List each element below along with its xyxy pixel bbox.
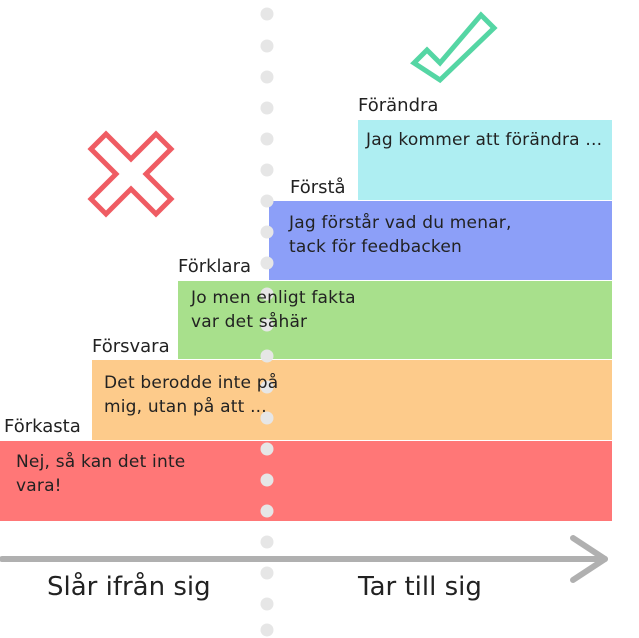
step-text-forsta: Jag förstår vad du menar, tack för feedb… <box>289 213 512 257</box>
step-title-forklara: Förklara <box>178 256 252 277</box>
step-forklara-bar <box>178 281 612 359</box>
step-title-forsta: Förstå <box>290 177 346 198</box>
step-text-forklara: Jo men enligt fakta var det såhär <box>191 288 356 332</box>
step-text-forandra: Jag kommer att förändra ... <box>366 130 603 150</box>
step-text-forkasta: Nej, så kan det inte vara! <box>16 452 186 496</box>
step-text-forsvara: Det berodde inte på mig, utan på att ... <box>104 373 279 417</box>
step-forsvara-bar <box>92 360 612 440</box>
step-title-forandra: Förändra <box>358 95 439 116</box>
axis-label-left: Slår ifrån sig <box>47 572 211 602</box>
checkmark-icon <box>410 11 498 84</box>
step-forandra-bar <box>358 120 612 200</box>
arrow-right-icon <box>0 535 608 583</box>
cross-icon <box>87 130 175 218</box>
step-forsta-bar <box>269 201 612 280</box>
step-title-forkasta: Förkasta <box>4 416 81 437</box>
step-forkasta-bar <box>0 441 612 521</box>
center-dotted-line <box>260 7 274 637</box>
axis-label-right: Tar till sig <box>358 572 482 602</box>
step-title-forsvara: Försvara <box>92 336 170 357</box>
